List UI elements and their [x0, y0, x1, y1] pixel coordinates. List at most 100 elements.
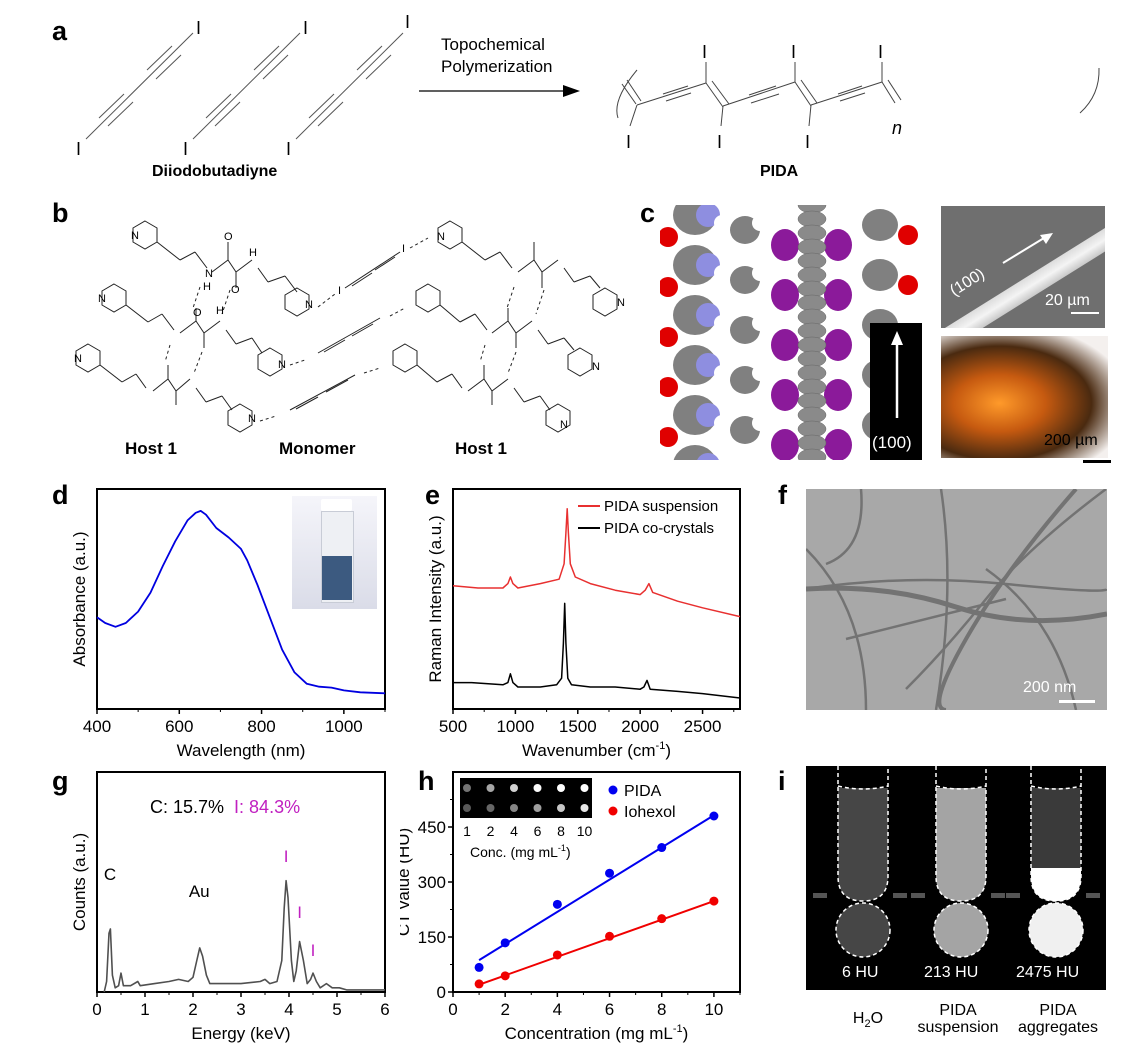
- x-axis-label-sup: -1: [656, 740, 666, 752]
- hydrogen-atom: [857, 337, 873, 353]
- ct-image: 6 HU 213 HU 2475 HU: [806, 766, 1106, 990]
- iodine-atom: [824, 429, 852, 460]
- ct-well-iohexol: [463, 804, 471, 812]
- atom-O: O: [231, 284, 240, 296]
- panel-label-g: g: [52, 766, 69, 796]
- carbon-atom: [862, 209, 898, 241]
- cross-section: [835, 902, 891, 958]
- x-tick-label: 0: [92, 1000, 101, 1019]
- iodine-atom: [824, 329, 852, 361]
- x-axis-label-sup: -1: [673, 1023, 683, 1035]
- carbon-chain-atom: [797, 364, 827, 382]
- oxygen-atom: [660, 377, 678, 397]
- peak-label: Au: [189, 882, 210, 901]
- hydrogen-atom: [752, 365, 768, 381]
- reaction-condition-line2: Polymerization: [441, 57, 553, 76]
- plot-frame: [96, 488, 386, 710]
- reaction-condition-line1: Topochemical: [441, 35, 545, 54]
- peak-label: I: [297, 903, 302, 922]
- tube-fill: [936, 788, 986, 901]
- x-axis-label: Energy (keV): [191, 1024, 290, 1043]
- atom-N: N: [98, 293, 106, 305]
- inset-caption-end: ): [566, 844, 571, 860]
- inset-conc-label: 8: [557, 823, 565, 839]
- y-tick-label: 450: [418, 818, 446, 837]
- atom-O: O: [193, 307, 202, 319]
- inset-conc-label: 2: [487, 823, 495, 839]
- x-tick-label: 1500: [559, 717, 597, 736]
- legend-label: PIDA co-crystals: [604, 520, 714, 537]
- nitrogen-atom: [696, 353, 720, 377]
- iodine-atom: [771, 279, 799, 311]
- pida-polymer: [616, 62, 1100, 127]
- carbon-chain-atom: [797, 448, 827, 460]
- carbon-chain-atom: [797, 308, 827, 326]
- data-point-pida: [500, 938, 510, 948]
- iodine-atom: [771, 429, 799, 460]
- legend-marker: [608, 785, 618, 795]
- peak-label: I: [311, 941, 316, 960]
- nitrogen-atom: [697, 453, 719, 460]
- iodine-atom: [771, 329, 799, 361]
- x-tick-label: 2: [500, 1000, 509, 1019]
- y-axis-label: Absorbance (a.u.): [70, 531, 89, 666]
- optical-scale-bar-label: 200 µm: [1044, 432, 1098, 449]
- oxygen-atom: [660, 327, 678, 347]
- hydrogen-atom: [752, 415, 768, 431]
- tube-outline: [1030, 766, 1082, 902]
- x-tick-label: 8: [657, 1000, 666, 1019]
- carbon-chain-atom: [797, 336, 827, 354]
- sem-scale-bar-label: 20 µm: [1045, 292, 1090, 309]
- sample-label-aggregates: PIDA aggregates: [1008, 1002, 1108, 1036]
- raman-line-cocrystals: [453, 602, 741, 699]
- legend-marker: [608, 806, 618, 816]
- data-point-pida: [552, 899, 562, 909]
- carbon-chain-atom: [797, 350, 827, 368]
- panel-label-e: e: [425, 480, 441, 510]
- sample-label-line2: aggregates: [1017, 1019, 1099, 1036]
- atom-N: N: [305, 299, 313, 311]
- x-tick-label: 4: [553, 1000, 562, 1019]
- x-tick-label: 1000: [496, 717, 534, 736]
- nitrogen-atom: [696, 253, 720, 277]
- hydrogen-atom: [714, 215, 730, 231]
- atom-I: I: [805, 132, 810, 152]
- x-tick-label: 2500: [684, 717, 722, 736]
- iodine-atoms-polymer: I I I I I I n: [626, 42, 902, 152]
- inset-caption-main: Conc. (mg mL: [470, 844, 558, 860]
- atom-H: H: [249, 247, 257, 259]
- holder-mark: [1086, 893, 1100, 898]
- composition-annotation: C: 15.7%I: 84.3%: [150, 797, 300, 817]
- hydrogen-atom: [714, 415, 730, 431]
- oxygen-atom: [660, 277, 678, 297]
- hu-value-suspension: 213 HU: [924, 964, 979, 981]
- x-tick-label: 6: [380, 1000, 389, 1019]
- cross-section: [1028, 902, 1084, 958]
- iodine-atom: [771, 379, 799, 411]
- atom-N: N: [278, 359, 286, 371]
- atom-N: N: [592, 361, 600, 373]
- panel-label-c: c: [640, 198, 656, 228]
- x-axis-label-main: Wavenumber (cm: [522, 741, 656, 760]
- panel-label-h: h: [418, 766, 435, 796]
- atom-I: I: [196, 18, 201, 38]
- atom-O: O: [224, 231, 233, 243]
- panel-label-d: d: [52, 480, 69, 510]
- reactant-label: Diiodobutadiyne: [152, 163, 278, 180]
- sample-label-line1: PIDA: [939, 1002, 977, 1019]
- sample-label-text: O: [870, 1010, 884, 1027]
- hydrogen-atom: [714, 365, 730, 381]
- optical-micrograph: 200 µm: [941, 336, 1108, 458]
- holder-mark: [991, 893, 1005, 898]
- iodine-atom: [824, 379, 852, 411]
- carbon-chain-atom: [797, 392, 827, 410]
- data-point-iohexol: [605, 931, 615, 941]
- carbon-chain-atom: [797, 434, 827, 452]
- hydrogen-atom: [752, 315, 768, 331]
- inset-conc-label: 1: [463, 823, 471, 839]
- y-axis-label: CT value (HU): [400, 828, 413, 936]
- vial-photo-inset: [292, 496, 377, 609]
- tem-scale-bar-label: 200 nm: [1023, 679, 1077, 696]
- holder-mark: [813, 893, 827, 898]
